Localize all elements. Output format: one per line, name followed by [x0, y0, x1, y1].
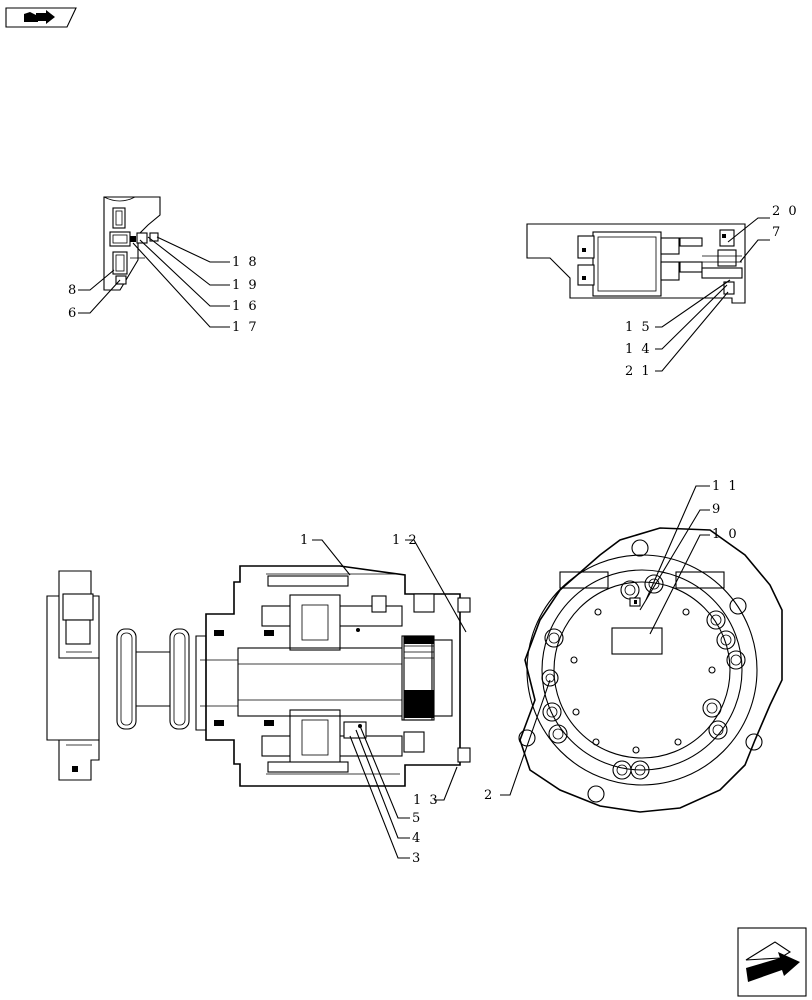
leaders-left-detail: [78, 236, 230, 328]
callout-12: 1 2: [392, 533, 419, 548]
callout-2: 2: [484, 788, 494, 803]
callout-14: 1 4: [625, 342, 652, 357]
callout-16: 1 6: [232, 299, 259, 314]
callout-17: 1 7: [232, 320, 259, 335]
callout-19: 1 9: [232, 278, 259, 293]
callout-1: 1: [300, 533, 310, 548]
callout-13: 1 3: [413, 793, 440, 808]
motor-front-view: [518, 527, 783, 813]
callout-15: 1 5: [625, 320, 652, 335]
callout-3: 3: [412, 851, 422, 866]
callout-4: 4: [412, 831, 422, 846]
callout-9: 9: [712, 502, 722, 517]
detail-view-right: [526, 223, 746, 304]
callout-7: 7: [772, 225, 782, 240]
motor-cross-section: [195, 565, 471, 787]
callout-11: 1 1: [712, 479, 739, 494]
sprocket-side-view: [46, 570, 100, 781]
callout-21: 2 1: [625, 364, 652, 379]
detail-view-left: [103, 196, 161, 291]
leaders-right-detail: [655, 217, 770, 372]
next-page-arrow-icon[interactable]: [737, 927, 807, 997]
book-with-arrow-icon[interactable]: [5, 7, 77, 28]
leaders-main-views: [312, 485, 710, 859]
callout-labels: 1 8 1 9 1 6 1 7 8 6 2 0 7 1 5 1 4 2 1 1 …: [68, 204, 799, 866]
callout-5: 5: [412, 811, 422, 826]
callout-18: 1 8: [232, 255, 259, 270]
callout-10: 1 0: [712, 527, 739, 542]
callout-8: 8: [68, 283, 78, 298]
callout-6: 6: [68, 306, 78, 321]
callout-20: 2 0: [772, 204, 799, 219]
seal-rings: [116, 628, 190, 730]
